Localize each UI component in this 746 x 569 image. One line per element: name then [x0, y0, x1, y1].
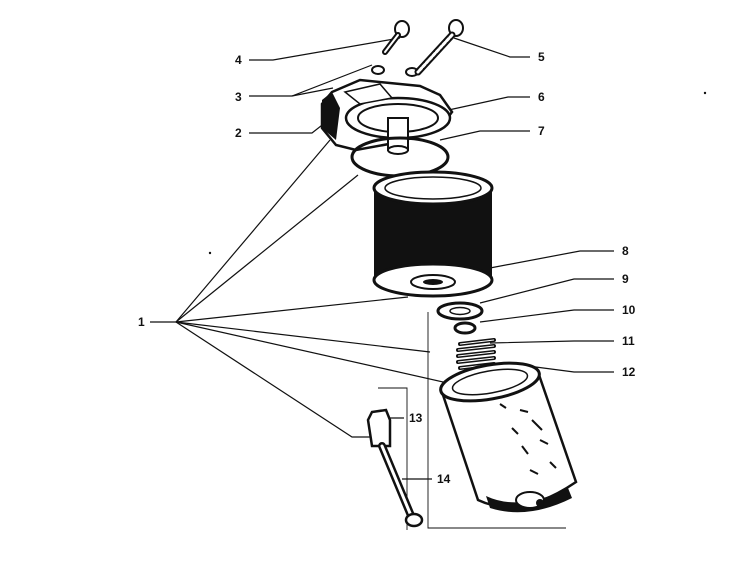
center-bolt-part — [366, 408, 424, 528]
spring-part — [456, 338, 496, 370]
filter-canister-part — [439, 361, 578, 513]
callout-9: 9 — [622, 272, 629, 286]
callout-11: 11 — [622, 334, 635, 348]
callout-7: 7 — [538, 124, 545, 138]
washer-part — [371, 65, 419, 77]
filter-head-part — [320, 78, 454, 155]
callout-10: 10 — [622, 303, 636, 317]
filter-element-part — [372, 170, 494, 298]
callout-6: 6 — [538, 90, 545, 104]
callout-1: 1 — [138, 315, 145, 329]
spring-seat-ring-part — [453, 321, 477, 335]
callout-2: 2 — [235, 126, 242, 140]
callout-8: 8 — [622, 244, 629, 258]
callout-12: 12 — [622, 365, 636, 379]
callout-4: 4 — [235, 53, 242, 67]
scan-dot — [703, 91, 707, 95]
callout-3: 3 — [235, 90, 242, 104]
leader-lines — [150, 37, 614, 530]
scan-dot — [208, 251, 212, 255]
callout-13: 13 — [409, 411, 423, 425]
callout-labels: 1 2 3 4 5 6 7 8 9 10 11 12 13 14 — [138, 50, 636, 486]
bolt-short-part — [382, 20, 410, 55]
callout-14: 14 — [437, 472, 451, 486]
bolt-long-part — [414, 19, 464, 76]
callout-5: 5 — [538, 50, 545, 64]
seal-washer-part — [436, 301, 484, 321]
